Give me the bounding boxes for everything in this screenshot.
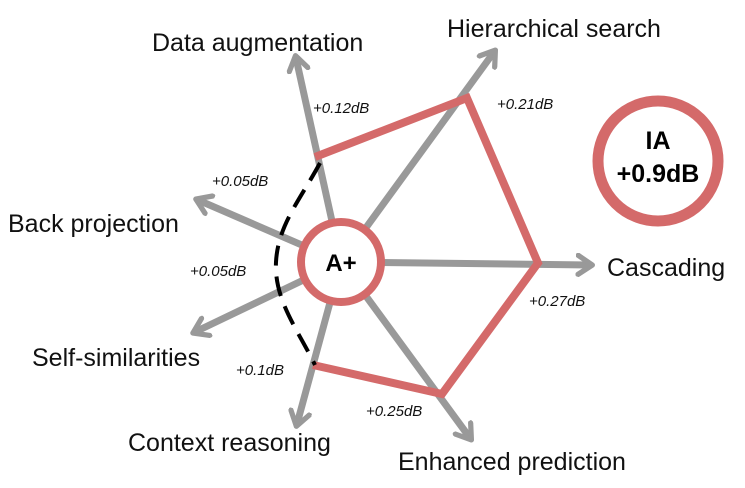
label-back-projection: Back projection [8,210,179,238]
branch-labels: Data augmentation Hierarchical search Ca… [8,15,725,476]
gain-labels: +0.12dB +0.21dB +0.27dB +0.25dB +0.1dB +… [190,96,585,420]
center-label: A+ [325,250,356,277]
gain-data-augmentation: +0.12dB [313,100,369,117]
label-self-similarities: Self-similarities [32,344,200,372]
center-node: A+ [297,218,385,306]
gain-back-projection: +0.05dB [212,173,268,190]
gain-context-reasoning: +0.1dB [236,362,284,379]
result-title: IA [646,127,671,155]
label-context-reasoning: Context reasoning [128,429,331,457]
label-cascading: Cascading [607,254,725,282]
gain-cascading: +0.27dB [529,293,585,310]
gain-enhanced-prediction: +0.25dB [366,403,422,420]
label-enhanced-prediction: Enhanced prediction [398,448,626,476]
gain-self-similarities: +0.05dB [190,263,246,280]
result-value: +0.9dB [617,160,700,188]
result-circle [592,95,724,227]
center-circle [297,218,385,306]
label-hierarchical-search: Hierarchical search [447,15,661,43]
result-badge: IA +0.9dB [592,95,724,227]
label-data-augmentation: Data augmentation [152,29,363,57]
improvement-outline [312,92,543,399]
dashed-boundary [273,162,322,366]
gain-hierarchical-search: +0.21dB [497,96,553,113]
